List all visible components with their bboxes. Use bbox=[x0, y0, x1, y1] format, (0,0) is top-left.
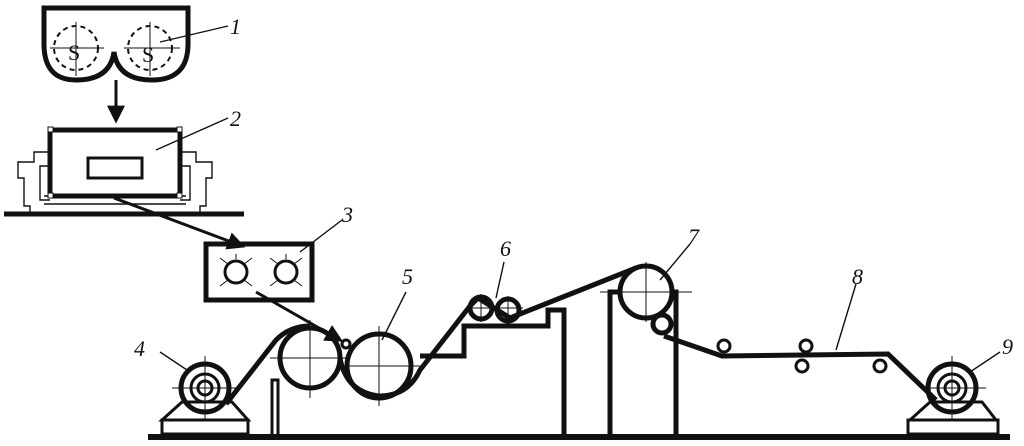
label-1: 1 bbox=[230, 14, 241, 39]
label-9: 9 bbox=[1002, 334, 1013, 359]
svg-text:S: S bbox=[68, 40, 80, 65]
leader-line-9 bbox=[969, 351, 1001, 373]
leader-line-1 bbox=[159, 25, 229, 43]
label-2: 2 bbox=[230, 106, 241, 131]
unwind-motor bbox=[158, 356, 252, 436]
label-6: 6 bbox=[500, 236, 511, 261]
leader-line-2 bbox=[155, 117, 229, 151]
flow-arrow-2-3 bbox=[113, 196, 246, 250]
hopper-mixer: S S bbox=[41, 5, 191, 83]
leader-line-8 bbox=[835, 283, 857, 351]
label-7: 7 bbox=[688, 224, 700, 249]
leader-line-7 bbox=[659, 243, 691, 281]
cooling-roller bbox=[600, 262, 692, 440]
calender-box bbox=[203, 241, 315, 303]
nip-rollers bbox=[466, 294, 523, 324]
label-5: 5 bbox=[402, 264, 413, 289]
label-4: 4 bbox=[134, 336, 145, 361]
svg-text:S: S bbox=[142, 42, 154, 67]
leader-line-5 bbox=[381, 291, 407, 341]
leader-line-6 bbox=[495, 261, 505, 299]
leader-line-3 bbox=[299, 219, 343, 253]
label-8: 8 bbox=[852, 264, 863, 289]
material-web bbox=[224, 265, 938, 437]
conveyor-idlers bbox=[716, 338, 888, 374]
leader-line-4 bbox=[159, 351, 191, 373]
extruder bbox=[4, 126, 244, 217]
rewind-motor bbox=[906, 356, 1000, 436]
label-3: 3 bbox=[341, 202, 353, 227]
